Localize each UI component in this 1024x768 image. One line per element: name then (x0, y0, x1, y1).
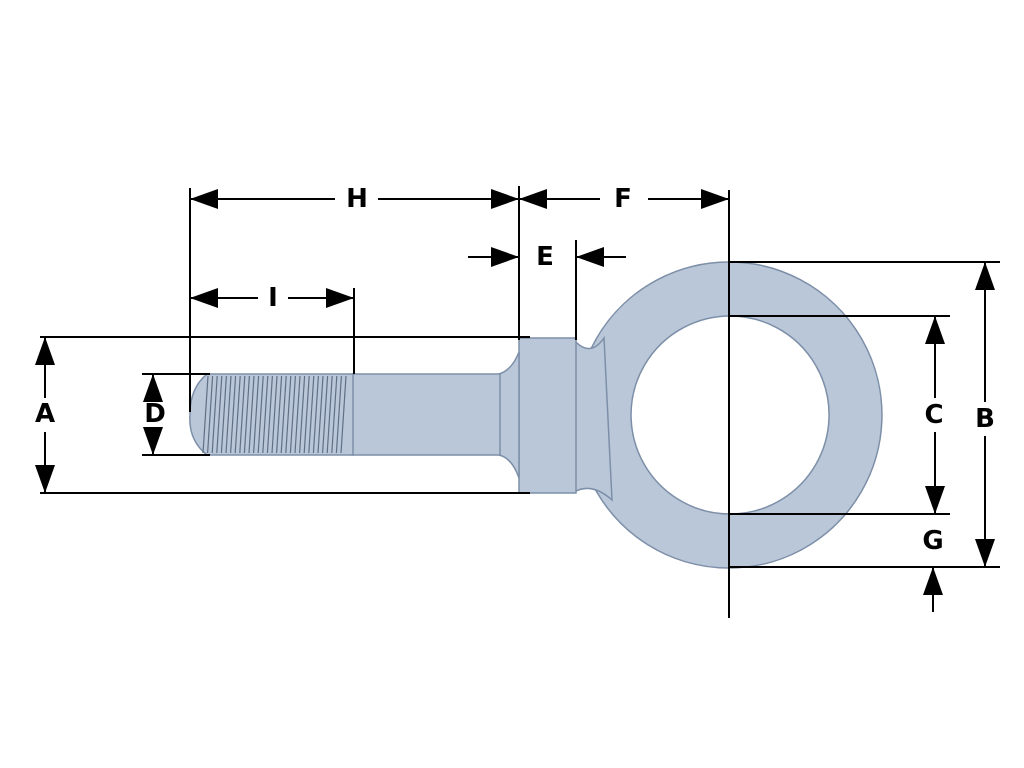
thread-line (225, 375, 232, 454)
thread-line (211, 375, 218, 454)
label-b: B (975, 404, 995, 434)
thread-lines (202, 375, 347, 454)
eye-neck (573, 335, 613, 502)
thread-line (276, 375, 283, 454)
thread-line (216, 375, 223, 454)
label-i: I (268, 283, 278, 313)
label-d: D (144, 399, 166, 429)
thread-line (285, 375, 292, 454)
thread-line (230, 375, 237, 454)
thread-line (312, 375, 319, 454)
thread-line (262, 375, 269, 454)
unthreaded-shank (351, 373, 501, 456)
thread-line (234, 375, 241, 454)
thread-line (207, 375, 214, 454)
thread-line (253, 375, 260, 454)
label-a: A (35, 399, 55, 429)
thread-line (335, 375, 342, 454)
thread-line (243, 375, 250, 454)
label-e: E (536, 242, 554, 272)
thread-line (317, 375, 324, 454)
thread-line (271, 375, 278, 454)
thread-line (294, 375, 301, 454)
thread-line (239, 375, 246, 454)
thread-line (331, 375, 338, 454)
thread-line (308, 375, 315, 454)
dimension-lines (35, 186, 1000, 618)
thread-line (220, 375, 227, 454)
thread-line (322, 375, 329, 454)
thread-line (289, 375, 296, 454)
thread-line (299, 375, 306, 454)
eye-ring (575, 261, 883, 569)
shank-fillet (498, 351, 520, 479)
label-h: H (346, 184, 368, 214)
collar (518, 337, 577, 494)
label-c: C (924, 400, 943, 430)
thread-line (266, 375, 273, 454)
thread-line (280, 375, 287, 454)
thread-line (303, 375, 310, 454)
thread-line (257, 375, 264, 454)
thread-line (340, 375, 347, 454)
thread-line (202, 375, 209, 454)
eye-bolt-part (189, 261, 883, 569)
label-f: F (614, 184, 632, 214)
thread-line (326, 375, 333, 454)
label-g: G (922, 526, 943, 556)
dimension-labels: H F I E A D C B G (35, 184, 995, 556)
thread-line (248, 375, 255, 454)
